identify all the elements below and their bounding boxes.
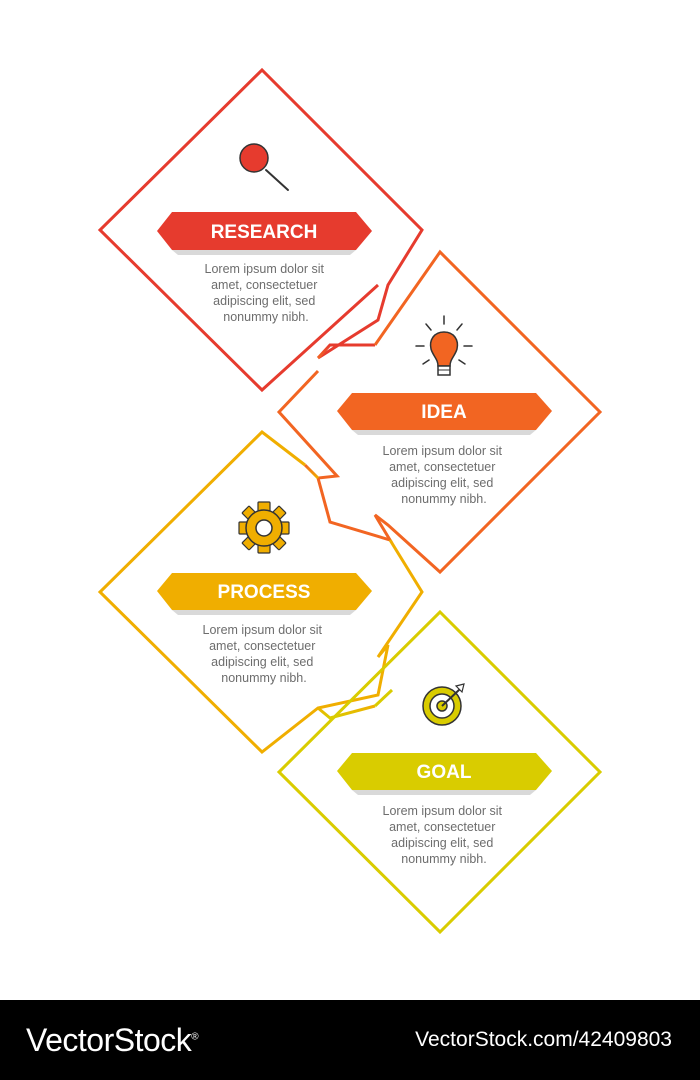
process-description: Lorem ipsum dolor sit amet, consectetuer… [203,623,326,685]
goal-desc-line: nonummy nibh. [401,852,486,866]
idea-banner: IDEA [337,393,552,435]
goal-diamond-notch [373,688,394,708]
footer-registered-mark: ® [191,1030,199,1042]
footer-brand-text: VectorStock [26,1021,192,1058]
process-title: PROCESS [218,582,311,603]
process-desc-line: Lorem ipsum dolor sit [203,623,323,637]
idea-description: Lorem ipsum dolor sit amet, consectetuer… [383,444,506,506]
target-icon [422,683,465,726]
idea-title: IDEA [421,402,467,423]
step-research: RESEARCH Lorem ipsum dolor sit amet, con… [97,67,424,393]
idea-diamond-outline [276,249,603,575]
research-desc-line: Lorem ipsum dolor sit [205,262,325,276]
research-desc-line: adipiscing elit, sed [213,294,315,308]
footer-brand-logo: VectorStock® [26,1021,199,1059]
idea-desc-line: nonummy nibh. [401,492,486,506]
research-desc-line: amet, consectetuer [211,278,317,292]
magnifier-icon [239,143,289,191]
step-goal: GOAL Lorem ipsum dolor sit amet, consect… [276,609,603,935]
research-banner: RESEARCH [157,212,372,255]
connector-research-idea [316,343,375,360]
idea-desc-line: adipiscing elit, sed [391,476,493,490]
research-title: RESEARCH [211,222,318,243]
research-diamond-outline [97,67,424,393]
goal-description: Lorem ipsum dolor sit amet, consectetuer… [383,804,506,866]
step-process: PROCESS Lorem ipsum dolor sit amet, cons… [97,430,424,754]
research-description: Lorem ipsum dolor sit amet, consectetuer… [205,262,328,324]
goal-desc-line: amet, consectetuer [389,820,495,834]
footer-image-id: VectorStock.com/42409803 [415,1028,672,1051]
watermark-footer: VectorStock® VectorStock.com/42409803 [0,1000,700,1080]
process-desc-line: adipiscing elit, sed [211,655,313,669]
lightbulb-icon [415,315,473,376]
process-desc-line: nonummy nibh. [221,671,306,685]
goal-desc-line: Lorem ipsum dolor sit [383,804,503,818]
step-idea: IDEA Lorem ipsum dolor sit amet, consect… [276,249,603,575]
gear-icon [238,501,290,554]
research-desc-line: nonummy nibh. [223,310,308,324]
goal-diamond-outline [276,609,603,935]
goal-title: GOAL [417,762,472,783]
infographic-diagram: RESEARCH Lorem ipsum dolor sit amet, con… [97,67,603,935]
process-banner: PROCESS [157,573,372,615]
connector-process-goal [317,704,376,720]
idea-desc-line: Lorem ipsum dolor sit [383,444,503,458]
idea-desc-line: amet, consectetuer [389,460,495,474]
connector-idea-process [303,463,320,480]
process-desc-line: amet, consectetuer [209,639,315,653]
goal-desc-line: adipiscing elit, sed [391,836,493,850]
goal-banner: GOAL [337,753,552,795]
